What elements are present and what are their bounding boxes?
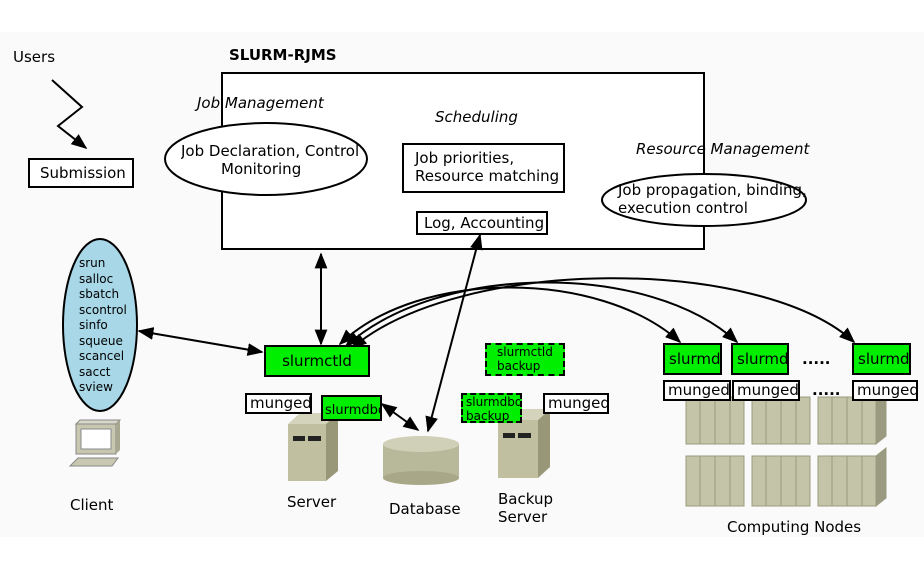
backup-server-tower-icon	[498, 409, 550, 478]
node-munged-box-3: munged	[852, 380, 918, 401]
submission-box: Submission	[28, 158, 134, 188]
job-management-label: Job Management	[197, 94, 324, 112]
slurmd-label-1: slurmd	[669, 350, 721, 368]
top-band	[0, 0, 924, 32]
scheduling-label: Scheduling	[435, 108, 518, 126]
command-scontrol: scontrol	[79, 302, 127, 317]
node-munged-box-1: munged	[663, 380, 731, 401]
resource-management-label: Resource Management	[636, 140, 810, 158]
server-label: Server	[287, 493, 337, 511]
backup-server-label-1: Backup	[498, 490, 553, 508]
slurmctld-backup-label-2: backup	[497, 359, 541, 373]
slurmctld-slurmd3-arrow	[350, 277, 856, 350]
slurmctld-backup-box: slurmctld backup	[485, 343, 565, 376]
bottom-band	[0, 537, 924, 575]
slurmdbd-backup-box: slurmdbd backup	[461, 393, 522, 423]
command-scancel: scancel	[79, 349, 125, 363]
client-computer-icon	[68, 419, 122, 467]
backup-munged-box: munged	[543, 393, 609, 414]
command-sacct: sacct	[79, 364, 111, 379]
job-declaration-label: Job Declaration, Control	[181, 143, 360, 160]
slurmd-box-3: slurmd	[852, 343, 911, 375]
submission-label: Submission	[40, 164, 126, 182]
slurmctld-box: slurmctld	[264, 345, 370, 377]
propagation-ellipse	[601, 173, 807, 227]
command-salloc: salloc	[79, 271, 114, 286]
job-propagation-label: Job propagation, binding,	[618, 181, 807, 199]
slurmctld-backup-label-1: slurmctld	[497, 345, 553, 359]
slurmd-label-2: slurmd	[737, 350, 789, 368]
slurmctld-label: slurmctld	[282, 352, 352, 370]
command-sinfo: sinfo	[79, 318, 108, 332]
slurmctld-slurmd1-arrow	[338, 286, 682, 346]
node-munged-label-2: munged	[737, 381, 799, 399]
execution-control-label: execution control	[618, 199, 748, 217]
slurmd-box-2: slurmd	[731, 343, 789, 375]
slurmd-box-1: slurmd	[663, 343, 722, 375]
lightning-arrow-icon	[51, 79, 88, 149]
users-label: Users	[13, 48, 56, 66]
command-sview: sview	[79, 380, 113, 394]
slurmd-ellipsis: .....	[802, 350, 831, 368]
database-label: Database	[389, 500, 461, 518]
slurmdbd-backup-label-1: slurmdbd	[466, 395, 522, 409]
log-accounting-label: Log, Accounting	[424, 214, 545, 232]
client-label: Client	[70, 496, 114, 514]
database-cylinder-icon	[383, 436, 459, 485]
client-command-list: srun salloc sbatch scontrol sinfo squeue…	[79, 256, 134, 396]
computing-node-racks	[685, 387, 887, 508]
client-slurmctld-arrow	[137, 327, 264, 356]
computing-nodes-label: Computing Nodes	[727, 518, 862, 536]
server-munged-box: munged	[245, 393, 312, 414]
slurmdbd-box: slurmdbd	[321, 395, 382, 421]
job-priorities-label: Job priorities,	[415, 149, 515, 167]
command-squeue: squeue	[79, 333, 123, 348]
backup-server-label-2: Server	[498, 508, 548, 526]
slurmdbd-backup-label-2: backup	[466, 409, 510, 423]
command-sbatch: sbatch	[79, 287, 120, 301]
munged-ellipsis: .....	[812, 381, 841, 399]
slurmdbd-database-arrow	[380, 403, 420, 431]
node-munged-box-2: munged	[732, 380, 800, 401]
backup-munged-label: munged	[548, 394, 609, 412]
job-declaration-ellipse	[164, 122, 368, 196]
log-accounting-box: Log, Accounting	[416, 211, 548, 235]
command-srun: srun	[79, 256, 106, 270]
server-tower-icon	[288, 413, 338, 481]
job-priorities-box: Job priorities, Resource matching	[402, 143, 565, 193]
slurmd-label-3: slurmd	[858, 350, 910, 368]
rjms-title: SLURM-RJMS	[229, 46, 337, 64]
node-munged-label-1: munged	[668, 381, 730, 399]
resource-matching-label: Resource matching	[415, 167, 560, 185]
slurmdbd-label: slurmdbd	[325, 403, 382, 418]
server-munged-label: munged	[250, 394, 312, 412]
client-commands-ellipse	[62, 238, 138, 412]
node-munged-label-3: munged	[857, 381, 918, 399]
monitoring-label: Monitoring	[221, 160, 302, 178]
